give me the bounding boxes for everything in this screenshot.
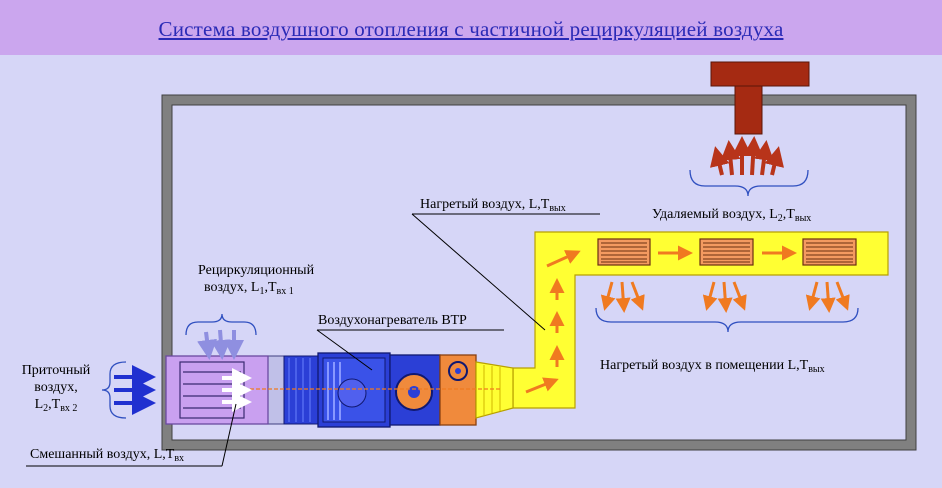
room-air-arrows: [600, 281, 850, 313]
exhaust-sub1: 2: [777, 213, 783, 224]
label-heater: Воздухонагреватель ВТР: [318, 312, 467, 329]
diffuser-1: [597, 238, 651, 266]
label-mixed-air: Смешанный воздух, L,Tвх: [30, 446, 185, 464]
supply-t-sub: вх 2: [60, 403, 78, 414]
heated-text: Нагретый воздух, L,T: [420, 197, 550, 212]
label-exhaust-air: Удаляемый воздух, L2,Tвых: [652, 206, 812, 224]
supply-l-sub: 2: [43, 403, 49, 414]
room-air-brace: [595, 307, 859, 333]
title-bar: Система воздушного отопления с частичной…: [0, 0, 942, 55]
duct-flow-arrows: [525, 245, 797, 394]
recirc-l-sub: 1: [259, 286, 265, 297]
room-text: Нагретый воздух в помещении L,T: [600, 358, 809, 373]
diffuser-2: [699, 238, 754, 266]
label-recirc-line2: воздух, L1,Tвх 1: [198, 279, 314, 297]
recirc-arrows: [197, 329, 244, 360]
mix-internal-arrows: [222, 368, 252, 412]
exhaust-t: ,T: [782, 207, 795, 222]
supply-t: ,T: [48, 397, 61, 412]
exhaust-arrows: [710, 136, 784, 176]
diffuser-grilles: [597, 238, 857, 266]
mixing-box: [165, 355, 269, 425]
mixed-sub: вх: [174, 453, 185, 464]
heater-text: Воздухонагреватель ВТР: [318, 313, 467, 328]
label-supply-air: Приточный воздух, L2,Tвх 2: [12, 362, 100, 414]
label-supply-line3: L2,Tвх 2: [12, 396, 100, 414]
exhaust-sub2: вых: [794, 213, 812, 224]
heater-unit: [267, 352, 514, 428]
heated-leader: [411, 213, 600, 331]
mixed-text: Смешанный воздух, L,T: [30, 447, 175, 462]
label-supply-line2: воздух,: [34, 380, 78, 395]
label-recirc-air: Рециркуляционный воздух, L1,Tвх 1: [198, 262, 315, 297]
heater-leader: [316, 329, 504, 371]
recirc-t-sub: вх 1: [276, 286, 294, 297]
label-supply-line1: Приточный: [21, 363, 91, 378]
exhaust-text: Удаляемый воздух, L: [652, 207, 778, 222]
label-heated-air: Нагретый воздух, L,Tвых: [420, 196, 566, 214]
label-room-air: Нагретый воздух в помещении L,Tвых: [600, 357, 825, 375]
recirc-l: воздух, L: [204, 280, 260, 295]
mixed-leader: [26, 403, 237, 467]
recirc-brace: [185, 313, 257, 336]
label-recirc-line1: Рециркуляционный: [198, 263, 315, 278]
leader-lines: [26, 213, 600, 467]
room-walls: [161, 94, 917, 451]
supply-l: L: [34, 397, 44, 412]
diagram-title: Система воздушного отопления с частичной…: [158, 17, 784, 41]
diffuser-3: [802, 238, 857, 266]
exhaust-brace: [689, 169, 809, 197]
heated-sub: вых: [549, 203, 566, 214]
room-sub: вых: [808, 364, 825, 375]
recirc-t: ,T: [264, 280, 277, 295]
supply-brace: [101, 361, 127, 419]
supply-arrows: [114, 365, 156, 415]
exhaust-hood: [710, 61, 810, 135]
